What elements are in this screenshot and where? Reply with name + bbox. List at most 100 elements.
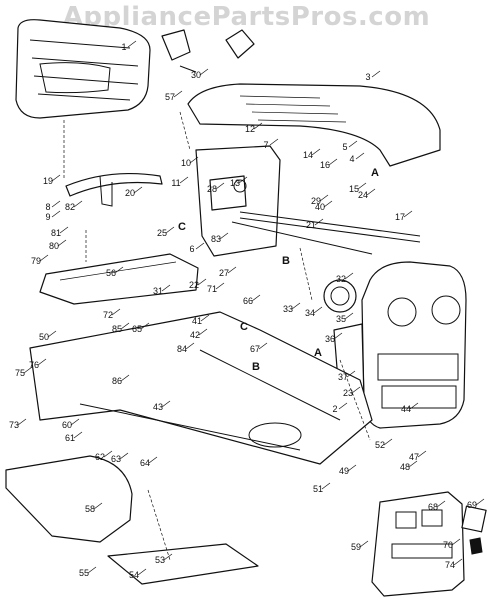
part-callout: 21 bbox=[306, 220, 316, 230]
callout-leader bbox=[161, 284, 171, 292]
part-callout: 10 bbox=[181, 158, 191, 168]
part-callout: 85 bbox=[112, 324, 122, 334]
callout-leader bbox=[189, 156, 199, 164]
callout-leader bbox=[313, 306, 323, 314]
callout-leader bbox=[23, 366, 33, 374]
callout-leader bbox=[173, 90, 183, 98]
callout-leader bbox=[359, 540, 369, 548]
part-callout: 54 bbox=[129, 570, 139, 580]
callout-leader bbox=[314, 218, 324, 226]
callout-leader bbox=[219, 232, 229, 240]
part-callout: 62 bbox=[95, 452, 105, 462]
part-callout: 19 bbox=[43, 176, 53, 186]
callout-leader bbox=[311, 148, 321, 156]
part-callout: 73 bbox=[9, 420, 19, 430]
callout-leader bbox=[475, 498, 485, 506]
connector-callout: A bbox=[314, 347, 322, 359]
callout-leader bbox=[197, 278, 207, 286]
part-callout: 14 bbox=[303, 150, 313, 160]
callout-leader bbox=[103, 450, 113, 458]
callout-leader bbox=[408, 460, 418, 468]
callout-leader bbox=[215, 182, 225, 190]
callout-leader bbox=[119, 452, 129, 460]
part-callout: 57 bbox=[165, 92, 175, 102]
part-callout: 79 bbox=[31, 256, 41, 266]
part-callout: 2 bbox=[332, 404, 337, 414]
callout-leader bbox=[198, 328, 208, 336]
callout-leader bbox=[409, 402, 419, 410]
part-callout: 50 bbox=[39, 332, 49, 342]
callout-leader bbox=[344, 272, 354, 280]
callout-leader bbox=[148, 456, 158, 464]
part-callout: 36 bbox=[325, 334, 335, 344]
part-callout: 32 bbox=[336, 274, 346, 284]
callout-leader bbox=[328, 158, 338, 166]
callout-leader bbox=[195, 242, 205, 250]
part-callout: 72 bbox=[103, 310, 113, 320]
part-callout: 15 bbox=[349, 184, 359, 194]
callout-leader bbox=[323, 200, 333, 208]
callout-leader bbox=[269, 138, 279, 146]
part-callout: 27 bbox=[219, 268, 229, 278]
callout-leader bbox=[355, 152, 365, 160]
callout-leader bbox=[70, 418, 80, 426]
seat bbox=[15, 19, 151, 119]
callout-leader bbox=[140, 322, 150, 330]
hood bbox=[187, 83, 441, 167]
part-callout: 67 bbox=[250, 344, 260, 354]
part-callout: 84 bbox=[177, 344, 187, 354]
part-callout: 41 bbox=[192, 316, 202, 326]
part-callout: 37 bbox=[338, 372, 348, 382]
callout-leader bbox=[37, 358, 47, 366]
part-callout: 30 bbox=[191, 70, 201, 80]
callout-leader bbox=[73, 200, 83, 208]
connector-callout: B bbox=[252, 361, 260, 373]
callout-leader bbox=[251, 294, 261, 302]
part-callout: 55 bbox=[79, 568, 89, 578]
support-rods bbox=[231, 211, 421, 255]
part-callout: 47 bbox=[409, 452, 419, 462]
callout-leader bbox=[39, 254, 49, 262]
callout-leader bbox=[348, 140, 358, 148]
part-callout: 70 bbox=[443, 540, 453, 550]
part-callout: 52 bbox=[375, 440, 385, 450]
callout-leader bbox=[51, 200, 61, 208]
part-callout: 64 bbox=[140, 458, 150, 468]
callout-leader bbox=[199, 68, 209, 76]
part-callout: 11 bbox=[171, 178, 180, 188]
callout-leader bbox=[185, 342, 195, 350]
part-callout: 86 bbox=[112, 376, 122, 386]
part-callout: 83 bbox=[211, 234, 221, 244]
callout-leader bbox=[227, 266, 237, 274]
callout-leader bbox=[59, 226, 69, 234]
part-callout: 34 bbox=[305, 308, 315, 318]
part-callout: 1 bbox=[121, 42, 126, 52]
part-callout: 63 bbox=[111, 454, 121, 464]
callout-leader bbox=[319, 194, 329, 202]
seat-pan bbox=[39, 253, 199, 305]
callout-leader bbox=[179, 176, 189, 184]
part-callout: 7 bbox=[263, 140, 268, 150]
part-callout: 9 bbox=[45, 212, 50, 222]
part-callout: 66 bbox=[243, 296, 253, 306]
callout-leader bbox=[351, 386, 361, 394]
part-callout: 28 bbox=[207, 184, 217, 194]
callout-leader bbox=[163, 553, 173, 561]
callout-leader bbox=[47, 330, 57, 338]
callout-leader bbox=[127, 40, 137, 48]
callout-leader bbox=[120, 374, 130, 382]
part-callout: 59 bbox=[351, 542, 361, 552]
frame bbox=[29, 311, 373, 465]
connector-callout: C bbox=[240, 321, 248, 333]
part-callout: 31 bbox=[153, 286, 163, 296]
part-callout: 60 bbox=[62, 420, 72, 430]
callout-leader bbox=[93, 502, 103, 510]
callout-leader bbox=[87, 566, 97, 574]
part-callout: 48 bbox=[400, 462, 410, 472]
part-callout: 51 bbox=[313, 484, 323, 494]
callout-leader bbox=[357, 182, 367, 190]
callout-leader bbox=[238, 176, 248, 184]
part-callout: 58 bbox=[85, 504, 95, 514]
part-callout: 5 bbox=[342, 142, 347, 152]
